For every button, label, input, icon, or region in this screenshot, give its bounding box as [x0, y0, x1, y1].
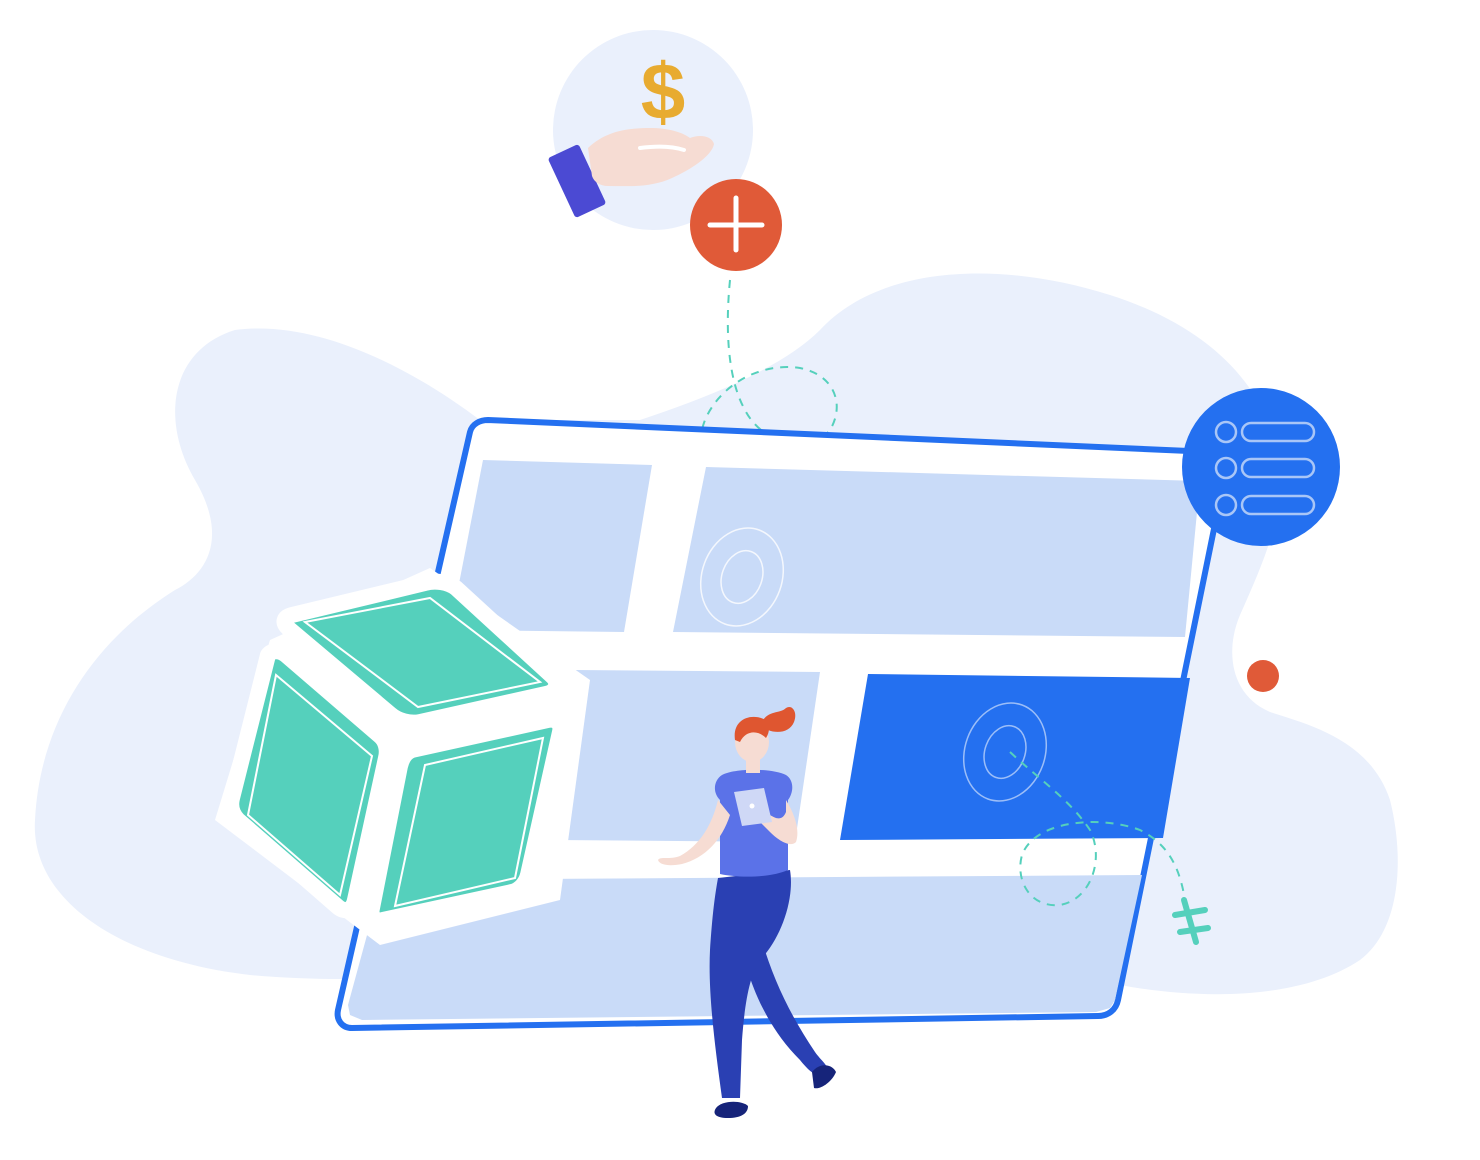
panel-top-left: [450, 460, 652, 632]
dashed-path-top: [696, 279, 838, 531]
sparkle-icon: [1172, 897, 1211, 945]
cube-icon: [215, 568, 590, 945]
shoe-front: [714, 1101, 748, 1118]
location-ring-icon: [699, 527, 785, 627]
dashed-path-bottom: [1009, 751, 1186, 907]
hair: [734, 716, 769, 742]
list-badge: [1182, 388, 1340, 546]
panel-top-right: [673, 467, 1200, 637]
dollar-sign-icon: $: [641, 47, 686, 136]
payment-badge: $: [548, 30, 753, 230]
location-ring-icon-2: [962, 702, 1048, 802]
plus-icon: [707, 195, 765, 253]
list-icon: [1214, 420, 1316, 517]
accent-dot: [1247, 660, 1279, 692]
hand-offering-icon: [548, 128, 714, 218]
sleeve: [548, 144, 606, 218]
add-badge: [690, 179, 782, 271]
shoe-back: [812, 1065, 836, 1089]
person-figure: [658, 706, 836, 1118]
